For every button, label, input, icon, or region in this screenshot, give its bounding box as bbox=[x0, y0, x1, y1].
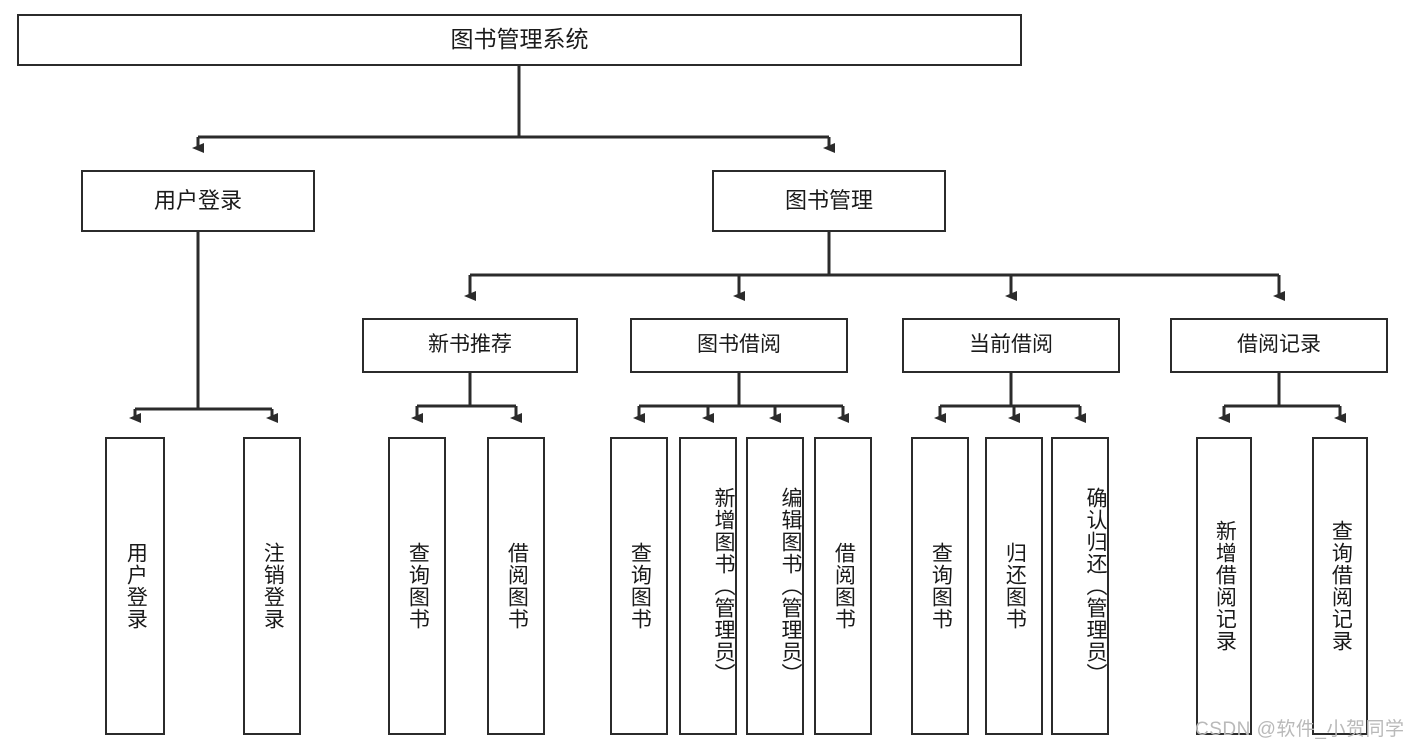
node-leaf-add-record-label: 新增借阅记录 bbox=[1213, 520, 1237, 652]
node-book-borrow-label: 图书借阅 bbox=[697, 333, 781, 357]
node-leaf-borrow-book-2[interactable]: 借阅图书 bbox=[814, 437, 872, 735]
node-leaf-logout-label: 注销登录 bbox=[261, 542, 285, 630]
node-leaf-add-book-label: 新增图书（管理员） bbox=[712, 487, 735, 685]
node-leaf-query-book-1[interactable]: 查询图书 bbox=[388, 437, 446, 735]
node-leaf-query-book-2[interactable]: 查询图书 bbox=[610, 437, 668, 735]
node-leaf-return-book[interactable]: 归还图书 bbox=[985, 437, 1043, 735]
node-book-manage[interactable]: 图书管理 bbox=[712, 170, 946, 232]
node-current-borrow-label: 当前借阅 bbox=[969, 333, 1053, 357]
node-leaf-confirm-return[interactable]: 确认归还（管理员） bbox=[1051, 437, 1109, 735]
node-leaf-edit-book[interactable]: 编辑图书（管理员） bbox=[746, 437, 804, 735]
node-leaf-confirm-return-label: 确认归还（管理员） bbox=[1084, 487, 1107, 685]
node-borrow-record[interactable]: 借阅记录 bbox=[1170, 318, 1388, 373]
node-root-label: 图书管理系统 bbox=[450, 26, 589, 53]
node-leaf-query-book-3[interactable]: 查询图书 bbox=[911, 437, 969, 735]
node-leaf-query-book-1-label: 查询图书 bbox=[406, 542, 430, 630]
node-leaf-edit-book-label: 编辑图书（管理员） bbox=[779, 487, 802, 685]
node-new-book-rec[interactable]: 新书推荐 bbox=[362, 318, 578, 373]
node-user-login[interactable]: 用户登录 bbox=[81, 170, 315, 232]
node-book-borrow[interactable]: 图书借阅 bbox=[630, 318, 848, 373]
node-leaf-query-record[interactable]: 查询借阅记录 bbox=[1312, 437, 1368, 735]
node-leaf-logout[interactable]: 注销登录 bbox=[243, 437, 301, 735]
node-book-manage-label: 图书管理 bbox=[784, 188, 873, 214]
node-leaf-user-login-label: 用户登录 bbox=[124, 542, 148, 630]
node-leaf-borrow-book-1-label: 借阅图书 bbox=[505, 542, 529, 630]
node-leaf-borrow-book-2-label: 借阅图书 bbox=[832, 542, 856, 630]
node-leaf-return-book-label: 归还图书 bbox=[1003, 542, 1027, 630]
node-new-book-rec-label: 新书推荐 bbox=[428, 333, 512, 357]
node-user-login-label: 用户登录 bbox=[153, 188, 242, 214]
node-leaf-add-record[interactable]: 新增借阅记录 bbox=[1196, 437, 1252, 735]
node-borrow-record-label: 借阅记录 bbox=[1237, 333, 1321, 357]
node-leaf-query-book-3-label: 查询图书 bbox=[929, 542, 953, 630]
node-leaf-add-book[interactable]: 新增图书（管理员） bbox=[679, 437, 737, 735]
node-leaf-borrow-book-1[interactable]: 借阅图书 bbox=[487, 437, 545, 735]
node-current-borrow[interactable]: 当前借阅 bbox=[902, 318, 1120, 373]
node-root[interactable]: 图书管理系统 bbox=[17, 14, 1022, 66]
watermark: CSDN @软件_小贺同学 bbox=[1195, 719, 1405, 740]
node-leaf-query-record-label: 查询借阅记录 bbox=[1329, 520, 1353, 652]
node-leaf-user-login[interactable]: 用户登录 bbox=[105, 437, 165, 735]
node-leaf-query-book-2-label: 查询图书 bbox=[628, 542, 652, 630]
